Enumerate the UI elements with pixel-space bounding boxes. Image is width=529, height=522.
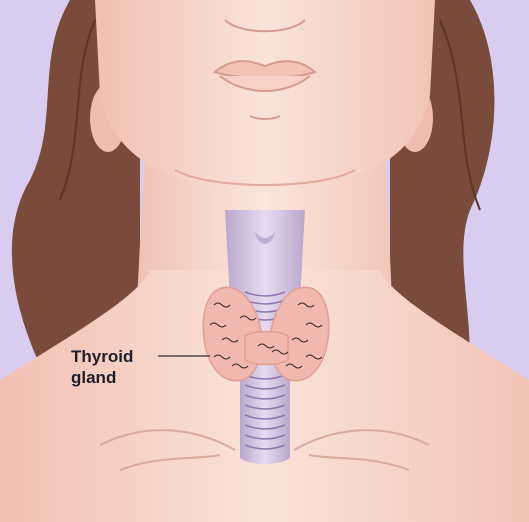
larynx bbox=[225, 210, 305, 323]
lower-lip bbox=[219, 75, 311, 92]
hair-strand bbox=[439, 19, 481, 211]
thyroid-label: Thyroid gland bbox=[71, 346, 133, 388]
face bbox=[95, 0, 435, 192]
collarbones bbox=[99, 429, 430, 471]
thyroid-label-line2: gland bbox=[71, 368, 117, 387]
hair-strand bbox=[59, 19, 96, 201]
thyroid-texture bbox=[209, 302, 323, 369]
thyroid-isthmus bbox=[244, 330, 289, 366]
larynx-notch bbox=[255, 232, 275, 244]
nose bbox=[224, 19, 306, 33]
chin-line bbox=[249, 115, 281, 120]
thyroid-gland bbox=[202, 286, 330, 382]
thyroid-label-line1: Thyroid bbox=[71, 347, 134, 366]
chin-shadow bbox=[174, 169, 356, 186]
